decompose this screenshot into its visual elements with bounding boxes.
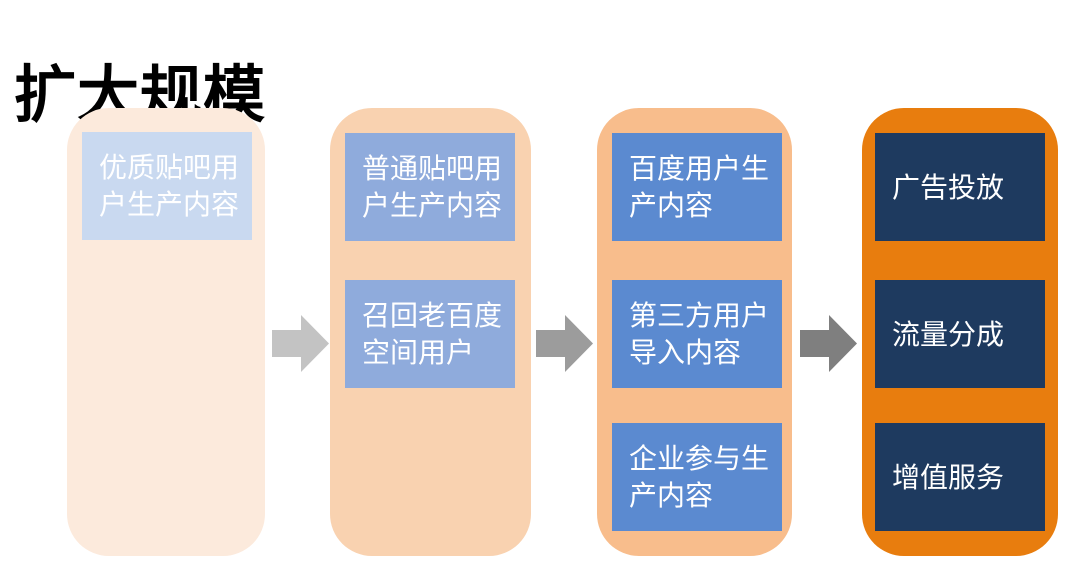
content-box-value-added-services: 增值服务 xyxy=(875,423,1045,531)
flow-arrow-right-icon-2 xyxy=(536,315,593,372)
content-box-traffic-share: 流量分成 xyxy=(875,280,1045,388)
arrow-right-shape xyxy=(536,315,593,372)
arrow-right-shape xyxy=(272,315,329,372)
arrow-right-shape xyxy=(800,315,857,372)
stage-column-4: 广告投放 流量分成 增值服务 xyxy=(862,108,1058,556)
stage-column-2: 普通贴吧用户生产内容 召回老百度空间用户 xyxy=(330,108,531,556)
content-box-baidu-user-content: 百度用户生产内容 xyxy=(612,133,782,241)
stage-column-1: 优质贴吧用户生产内容 xyxy=(67,108,265,556)
content-box-ad-placement: 广告投放 xyxy=(875,133,1045,241)
content-box-recall-baidu-space-users: 召回老百度空间用户 xyxy=(345,280,515,388)
flow-arrow-right-icon-3 xyxy=(800,315,857,372)
content-box-quality-tieba-users: 优质贴吧用户生产内容 xyxy=(82,132,252,240)
flow-arrow-right-icon-1 xyxy=(272,315,329,372)
content-box-third-party-content: 第三方用户导入内容 xyxy=(612,280,782,388)
content-box-enterprise-content: 企业参与生产内容 xyxy=(612,423,782,531)
content-box-normal-tieba-users: 普通贴吧用户生产内容 xyxy=(345,133,515,241)
stage-column-3: 百度用户生产内容 第三方用户导入内容 企业参与生产内容 xyxy=(597,108,792,556)
